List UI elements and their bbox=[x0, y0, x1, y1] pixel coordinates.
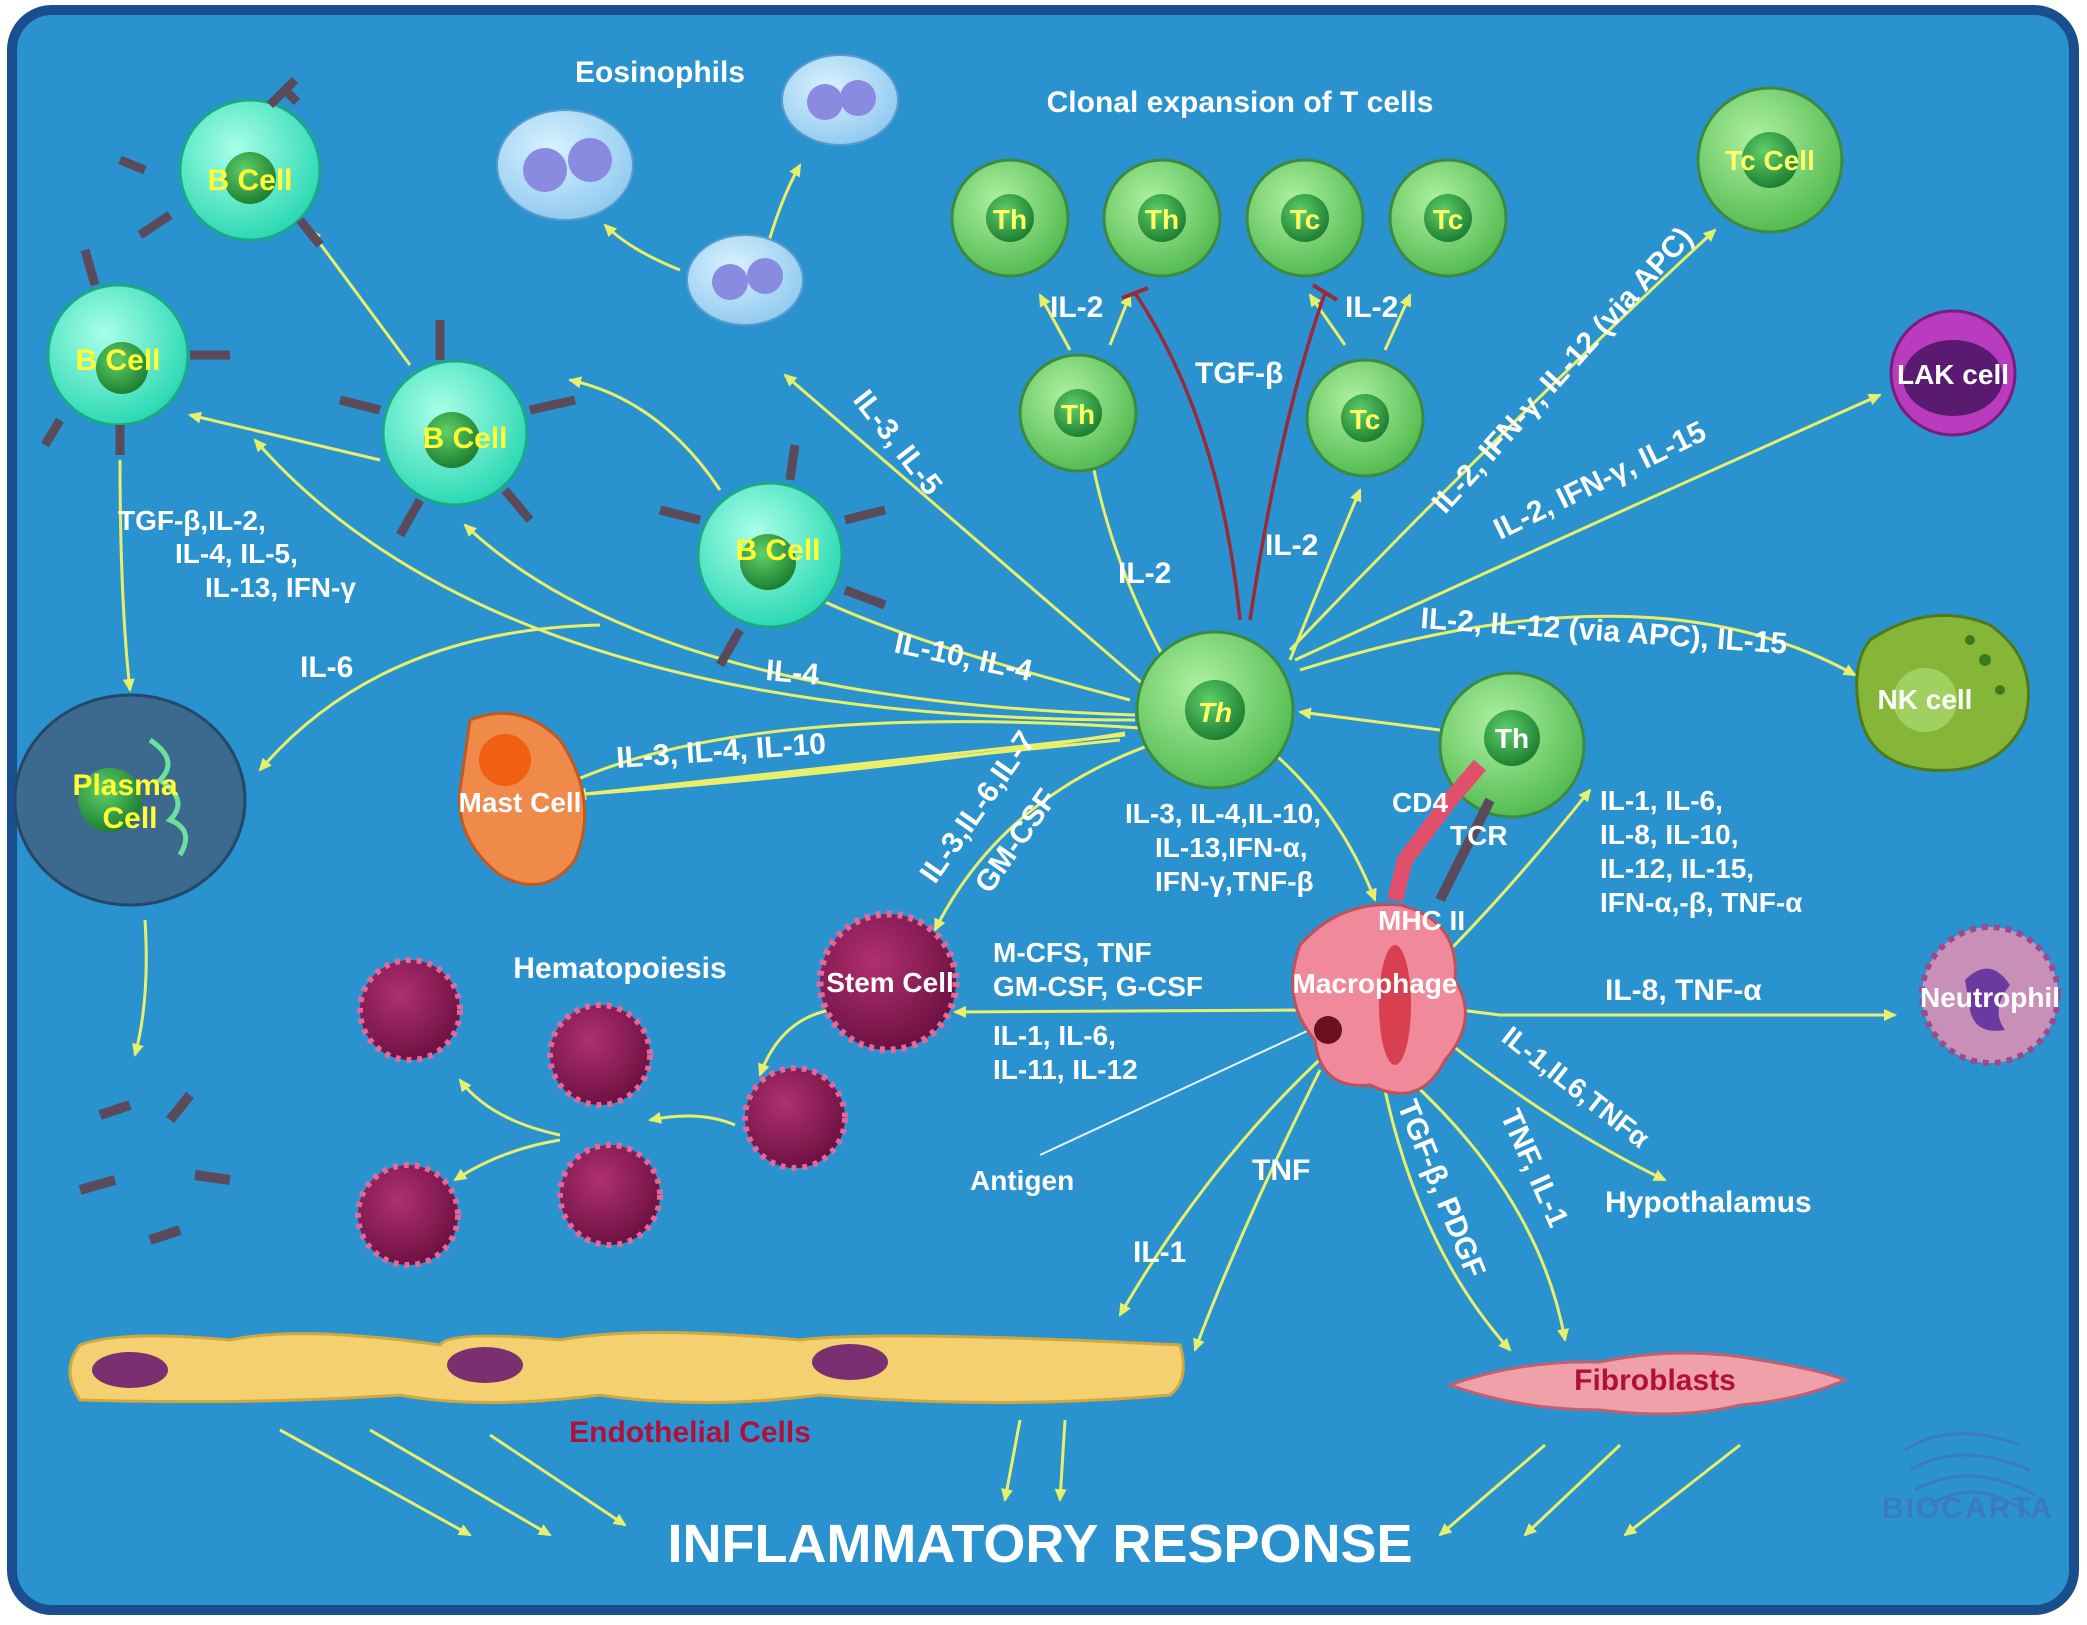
tc-cell-mid: Tc bbox=[1305, 358, 1425, 478]
b-cell-label: B Cell bbox=[75, 344, 160, 377]
endothelial-cells: Endothelial Cells bbox=[68, 1331, 1185, 1449]
mhc-label: MHC II bbox=[1378, 905, 1465, 936]
antigen-label: Antigen bbox=[970, 1165, 1074, 1196]
mcfs-2: GM-CSF, G-CSF bbox=[993, 971, 1203, 1002]
th-out-3: IFN-γ,TNF-β bbox=[1155, 866, 1314, 897]
il2-top-right: IL-2 bbox=[1345, 291, 1398, 324]
th-central-label: Th bbox=[1198, 697, 1232, 728]
tc-cell-top-b: Tc bbox=[1388, 158, 1508, 278]
il2-left: IL-2 bbox=[1118, 557, 1171, 590]
nk-cell: NK cell bbox=[1855, 613, 2030, 772]
mast-cell: Mast Cell bbox=[458, 711, 587, 887]
tc-cell-label: Tc Cell bbox=[1725, 145, 1815, 176]
tgfb-label: TGF-β bbox=[1195, 357, 1283, 390]
macrophage-label: Macrophage bbox=[1293, 968, 1458, 999]
eosinophils-heading: Eosinophils bbox=[575, 56, 745, 89]
main-title: INFLAMMATORY RESPONSE bbox=[667, 1514, 1412, 1574]
mcfs-3: IL-1, IL-6, bbox=[993, 1020, 1116, 1051]
stem-cell-label: Stem Cell bbox=[826, 967, 954, 998]
tc-cell-top-a: Tc bbox=[1245, 158, 1365, 278]
th-label: Th bbox=[1145, 204, 1179, 235]
plasma-label: Plasma bbox=[72, 769, 177, 802]
il6-label: IL-6 bbox=[300, 651, 353, 684]
endothelial-label: Endothelial Cells bbox=[569, 1416, 811, 1449]
b-cell-right: B Cell bbox=[658, 444, 887, 668]
tc-cell-large: Tc Cell bbox=[1696, 86, 1844, 234]
th-label: Th bbox=[1061, 399, 1095, 430]
eosinophils bbox=[496, 54, 899, 326]
arrows bbox=[118, 163, 1897, 1537]
tgf-list-3: IL-13, IFN-γ bbox=[205, 572, 356, 603]
th-cell-central: Th bbox=[1135, 630, 1295, 790]
hematopoietic-cells bbox=[355, 957, 848, 1268]
macro-th-1: IL-1, IL-6, bbox=[1600, 785, 1723, 816]
b-cell-top: B Cell bbox=[118, 76, 324, 248]
tc-label: Tc bbox=[1290, 204, 1321, 235]
logo-text: BIOCARTA bbox=[1882, 1492, 2054, 1525]
mcfs-1: M-CFS, TNF bbox=[993, 937, 1152, 968]
stem-cell: Stem Cell bbox=[816, 910, 960, 1054]
th-label: Th bbox=[1495, 723, 1529, 754]
macro-th-2: IL-8, IL-10, bbox=[1600, 819, 1738, 850]
fibroblasts: Fibroblasts bbox=[1445, 1351, 1849, 1416]
b-cell-left: B Cell bbox=[41, 248, 230, 455]
nk-cell-label: NK cell bbox=[1878, 684, 1973, 715]
mast-cell-label: Mast Cell bbox=[459, 787, 582, 818]
antibodies bbox=[78, 1091, 231, 1245]
hematopoiesis-heading: Hematopoiesis bbox=[513, 952, 726, 985]
tc-label: Tc bbox=[1433, 204, 1464, 235]
tgf-list-2: IL-4, IL-5, bbox=[175, 538, 298, 569]
il4-label: IL-4 bbox=[764, 654, 820, 692]
b-cell-center: B Cell bbox=[338, 320, 576, 538]
th-out-1: IL-3, IL-4,IL-10, bbox=[1125, 798, 1321, 829]
tgf-list-1: TGF-β,IL-2, bbox=[118, 505, 266, 536]
il2-right: IL-2 bbox=[1265, 529, 1318, 562]
macro-th-4: IFN-α,-β, TNF-α bbox=[1600, 887, 1802, 918]
neutrophil-label: Neutrophil bbox=[1920, 982, 2060, 1013]
antigen-line bbox=[1039, 1024, 1321, 1156]
inhibition-lines bbox=[1121, 283, 1339, 621]
il1-label: IL-1 bbox=[1133, 1236, 1186, 1269]
b-cell-label: B Cell bbox=[735, 534, 820, 567]
lak-cell: LAK cell bbox=[1889, 309, 2017, 437]
th-label: Th bbox=[993, 204, 1027, 235]
tnf-label: TNF bbox=[1252, 1154, 1310, 1187]
th-cell-mid: Th bbox=[1018, 353, 1138, 473]
tc-label: Tc bbox=[1350, 404, 1381, 435]
il2-top-left: IL-2 bbox=[1050, 291, 1103, 324]
plasma-cell: Plasma Cell bbox=[13, 693, 247, 907]
th-cell-top-b: Th bbox=[1102, 158, 1222, 278]
macrophage: Macrophage CD4 TCR MHC II bbox=[1291, 759, 1508, 1095]
macro-th-3: IL-12, IL-15, bbox=[1600, 853, 1754, 884]
plasma-label: Cell bbox=[102, 802, 157, 835]
background-panel bbox=[7, 5, 2079, 1615]
mcfs-4: IL-11, IL-12 bbox=[993, 1054, 1138, 1085]
th-out-2: IL-13,IFN-α, bbox=[1155, 832, 1308, 863]
th-cell-top-a: Th bbox=[950, 158, 1070, 278]
biocarta-logo: BIOCARTA bbox=[1882, 1432, 2054, 1525]
b-cell-label: B Cell bbox=[207, 164, 292, 197]
hypothalamus-label: Hypothalamus bbox=[1605, 1186, 1812, 1219]
cd4-label: CD4 bbox=[1392, 787, 1448, 818]
lak-cell-label: LAK cell bbox=[1897, 359, 2009, 390]
neutrophil: Neutrophil bbox=[1919, 924, 2061, 1066]
b-cell-label: B Cell bbox=[422, 422, 507, 455]
fibroblasts-label: Fibroblasts bbox=[1574, 1364, 1736, 1397]
clonal-heading: Clonal expansion of T cells bbox=[1047, 86, 1434, 119]
tcr-label: TCR bbox=[1450, 820, 1508, 851]
il8-tnf-label: IL-8, TNF-α bbox=[1605, 974, 1762, 1007]
